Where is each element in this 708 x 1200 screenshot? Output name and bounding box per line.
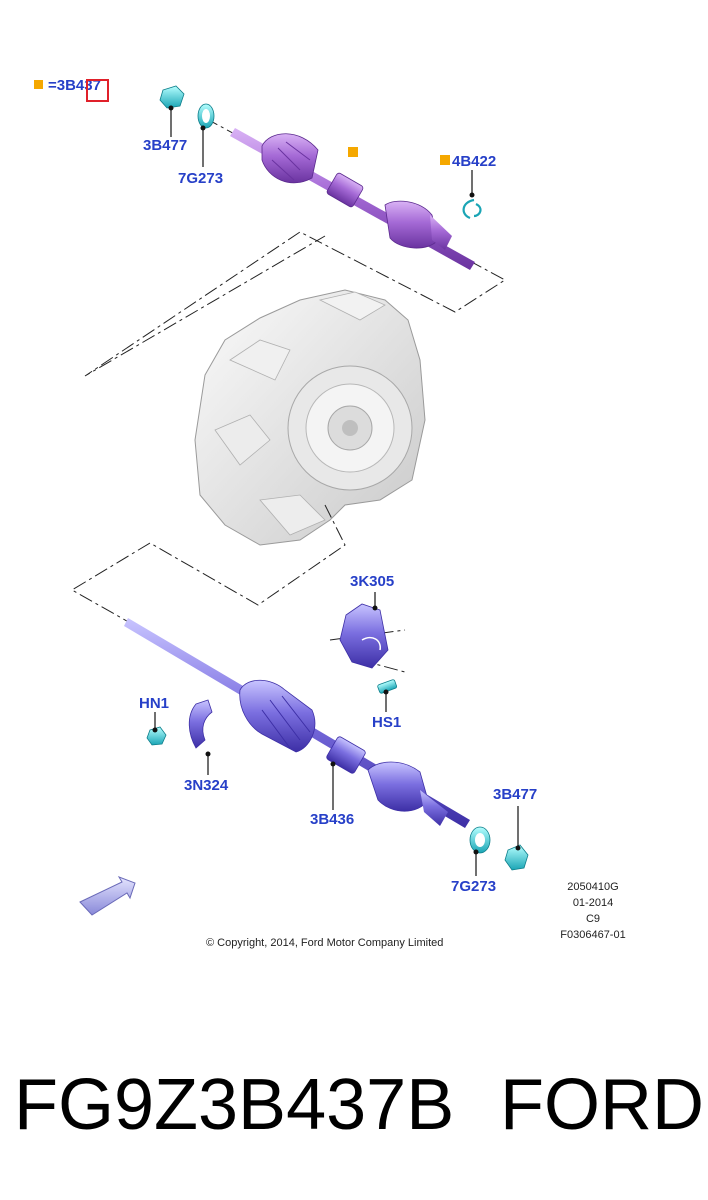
bolt-hs1 [377,679,398,694]
callout-3b477-upper: 3B477 [143,137,187,154]
meta-variant: C9 [586,913,600,925]
callout-7g273-lower: 7G273 [451,878,496,895]
callout-3k305: 3K305 [350,573,394,590]
meta-figure-id: F0306467-01 [560,929,625,941]
brand-name: FORD [500,1065,704,1145]
lower-drive-shaft [124,618,470,828]
upper-shaft-washer-7g273 [197,103,215,129]
callout-4b422: 4B422 [452,153,496,170]
callout-3b477-lower: 3B477 [493,786,537,803]
callout-hs1: HS1 [372,714,401,731]
marker-square-legend [34,80,43,89]
callout-7g273-upper: 7G273 [178,170,223,187]
lower-shaft-washer-7g273 [469,826,491,854]
upper-drive-shaft [230,128,475,270]
meta-date: 01-2014 [573,897,613,909]
callout-3n324: 3N324 [184,777,229,794]
upper-shaft-nut-3b477 [159,85,185,109]
nut-hn1 [146,726,167,746]
transmission-housing [194,289,426,546]
front-direction-arrow [79,876,136,916]
marker-square-4b422 [440,155,450,165]
exploded-view-diagram: =3B437 3B477 7G273 4B422 [34,77,626,949]
callout-3b436: 3B436 [310,811,354,828]
footer-banner: FG9Z3B437B FORD [0,1060,708,1160]
lower-shaft-nut-3b477 [504,844,529,871]
part-number: FG9Z3B437B [14,1065,455,1145]
marker-square-upper-shaft [348,147,358,157]
meta-code: 2050410G [567,881,618,893]
highlight-box [86,79,109,102]
copyright-notice: © Copyright, 2014, Ford Motor Company Li… [206,937,443,949]
bracket-3k305 [339,603,389,669]
callout-hn1: HN1 [139,695,169,712]
bearing-cap-3n324 [188,699,213,749]
upper-shaft-circlip-4b422 [462,198,482,220]
